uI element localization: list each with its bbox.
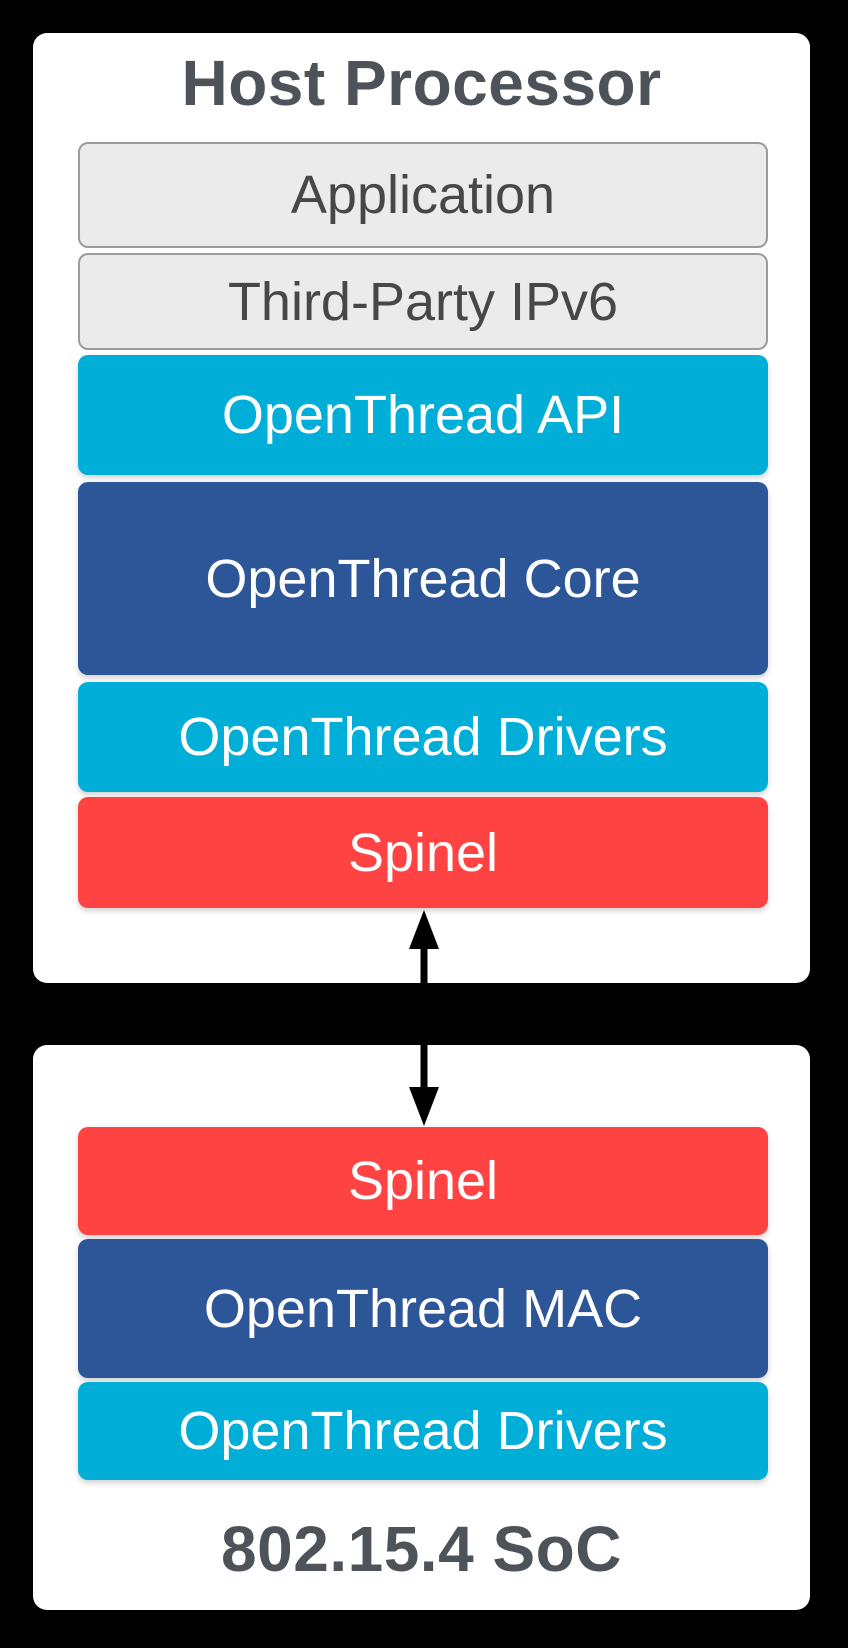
layer-spinel-host-label: Spinel [347,822,499,883]
layer-spinel-soc-label: Spinel [347,1151,499,1211]
layer-openthread-drivers-soc: OpenThread Drivers [78,1382,768,1480]
layer-openthread-core: OpenThread Core [78,482,768,675]
host-processor-title: Host Processor [181,47,662,119]
layer-application-label: Application [290,165,556,225]
layer-openthread-drivers-host-label: OpenThread Drivers [178,707,668,767]
layer-spinel-soc: Spinel [78,1127,768,1235]
layer-openthread-api: OpenThread API [78,355,768,475]
layer-application: Application [78,142,768,248]
layer-openthread-drivers-soc-label: OpenThread Drivers [178,1401,668,1461]
layer-openthread-mac: OpenThread MAC [78,1239,768,1378]
soc-title: 802.15.4 SoC [221,1513,622,1585]
layer-openthread-drivers-host: OpenThread Drivers [78,682,768,792]
layer-openthread-core-label: OpenThread Core [205,548,641,609]
host-processor-box: Host Processor Application Third-Party I… [33,33,810,983]
soc-box: Spinel OpenThread MAC OpenThread Drivers… [33,1045,810,1610]
layer-spinel-host: Spinel [78,797,768,908]
layer-third-party-ipv6: Third-Party IPv6 [78,253,768,350]
layer-third-party-ipv6-label: Third-Party IPv6 [227,271,619,332]
layer-openthread-api-label: OpenThread API [221,385,625,445]
layer-openthread-mac-label: OpenThread MAC [203,1278,643,1339]
